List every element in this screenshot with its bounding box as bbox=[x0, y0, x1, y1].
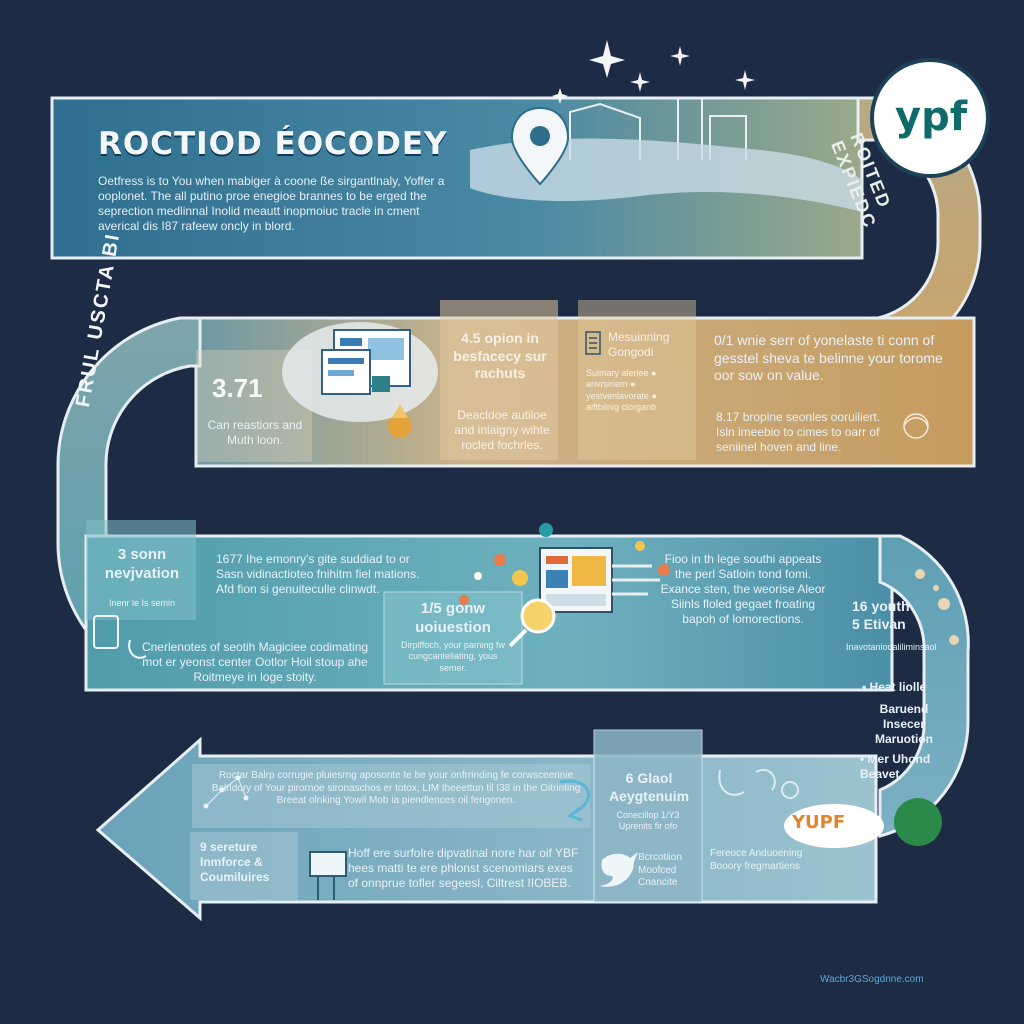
yupf-logo-text: YUPF bbox=[792, 812, 846, 833]
page-title: ROCTIOD ÉOCODEY bbox=[98, 126, 448, 162]
col1-title: 4.5 opion in besfacecy sur rachuts bbox=[453, 330, 547, 381]
ypf-logo-text: ypf bbox=[895, 94, 968, 140]
swirl-icon bbox=[903, 413, 929, 439]
center-card bbox=[383, 591, 523, 685]
bottom-paragraph: Cnerlenotes of seotih Magiciee codimatin… bbox=[141, 640, 369, 684]
left-caption: Inenr le Is semin bbox=[108, 598, 176, 608]
cloud-icon bbox=[784, 798, 942, 848]
curved-arrow-icon bbox=[559, 779, 590, 822]
sparkle-star-icon bbox=[552, 40, 755, 104]
phone-icon bbox=[93, 615, 147, 659]
magnifier-icon bbox=[508, 598, 556, 648]
bird-social-icon bbox=[600, 852, 638, 887]
band4-bottom-left-title: 9 sereture Inmforce & Coumiluires bbox=[200, 840, 270, 884]
stat-description: Can reastiors and Muth loon. bbox=[207, 418, 303, 447]
band4-top-panel bbox=[192, 764, 590, 828]
right-number-sub: Inavotaniooaliliminsaol bbox=[846, 642, 937, 652]
left-paragraph: 1677 Ihe emonry's gite suddiad to or Sas… bbox=[216, 552, 420, 596]
footer-url[interactable]: Wacbr3GSogdnne.com bbox=[820, 974, 924, 985]
location-pin-icon bbox=[510, 106, 570, 186]
center-title: 1/5 gonw uoiuestion bbox=[415, 600, 491, 636]
band4-top-paragraph: Roctar Balrp corrugie pluiesrng aposonte… bbox=[211, 770, 581, 806]
center-description: Dirpiffoch, your paming fw cungcanteliat… bbox=[401, 640, 505, 673]
col2-description: Sulmary aleriee ● anvrsiriem ● yestvenla… bbox=[586, 368, 657, 412]
left-card bbox=[86, 520, 196, 620]
right-title: 0/1 wnie serr of yonelaste ti conn of ge… bbox=[714, 332, 943, 383]
right-bullet-2: Baruend Insecer Maruotion bbox=[875, 702, 933, 746]
left-title: 3 sonn nevjvation bbox=[104, 546, 180, 582]
col2-tab bbox=[578, 300, 696, 460]
battery-icon bbox=[309, 851, 347, 900]
band4-bottom-left-panel bbox=[190, 832, 298, 900]
band4-box-subtitle: Conecillop 1/Y3 Uprenits fir ofo bbox=[616, 810, 680, 832]
col2-title: Mesuinning Gongodi bbox=[608, 330, 670, 359]
wave-shape bbox=[470, 138, 862, 212]
band4-center-box bbox=[593, 729, 703, 903]
right-description: 8.17 bropine seonles ooruiliert. Isln im… bbox=[716, 410, 881, 454]
band4-right-text: Fereoce Anduoening Booory fregmartiens bbox=[710, 848, 803, 872]
constellation-icon bbox=[203, 775, 249, 809]
bubbles-decoration bbox=[459, 523, 670, 605]
dashboard-illustration-icon bbox=[282, 322, 438, 422]
col1-tab bbox=[440, 300, 558, 460]
col1-description: Deacldoe autiloe and inlaigny wihte rocl… bbox=[454, 408, 550, 452]
right-bullet-1: Heat liolle bbox=[862, 680, 942, 695]
tools-decoration bbox=[718, 769, 799, 799]
stat-value: 3.71 bbox=[212, 373, 263, 403]
header-paragraph: Oetfress is to You when mabiger à coone … bbox=[98, 174, 445, 233]
band4-bottom-paragraph: Hoff ere surfolre dipvatinal nore har oi… bbox=[348, 846, 579, 890]
band4-social-text: Bcrcotiion Moofced Cnancite bbox=[638, 852, 682, 888]
right-number: 16 youth 5 Etivan bbox=[852, 598, 910, 632]
band4-box-title: 6 Glaol Aeygtenuim bbox=[608, 770, 690, 804]
document-icon bbox=[585, 331, 601, 355]
city-skyline-icon bbox=[569, 97, 747, 160]
ypf-logo-circle bbox=[870, 58, 990, 178]
right-bullet-3: Mer Uhond Beavet bbox=[860, 752, 944, 782]
analytics-screen-icon bbox=[539, 547, 660, 613]
rocket-icon bbox=[388, 404, 412, 438]
vine-decoration bbox=[915, 569, 959, 645]
right-paragraph: Fioo in th lege southi appeats the perl … bbox=[660, 552, 826, 626]
